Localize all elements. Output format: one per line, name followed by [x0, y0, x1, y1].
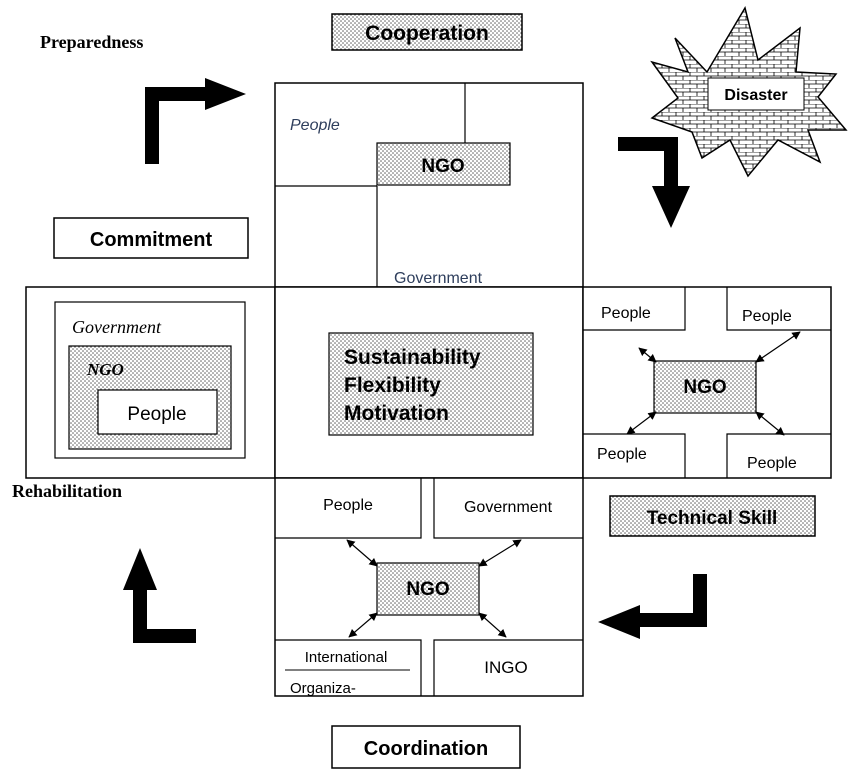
arrow-preparedness-to-cooperation [145, 78, 246, 164]
disaster-label: Disaster [724, 87, 787, 104]
right-people-bottom-right: People [747, 455, 797, 472]
technical-skill-box: Technical Skill [609, 495, 816, 537]
coordination-label: Coordination [364, 738, 488, 760]
right-link-top-right [755, 331, 801, 363]
preparedness-label: Preparedness [40, 32, 143, 52]
bottom-link-people [346, 539, 378, 567]
coordination-box: Coordination [331, 725, 521, 769]
arrow-coordination-to-rehabilitation [123, 548, 196, 643]
bottom-box: People Government NGO International Orga… [274, 477, 584, 697]
right-link-top-left [638, 347, 657, 363]
arrow-disaster-to-technical-skill [618, 137, 690, 228]
bottom-government-label: Government [464, 499, 553, 516]
center-line-motivation: Motivation [344, 402, 449, 425]
bottom-link-ingo [478, 612, 507, 638]
top-ngo-label: NGO [421, 156, 464, 177]
cooperation-box: Cooperation [331, 13, 523, 51]
center-line-flexibility: Flexibility [344, 374, 441, 397]
disaster-burst: Disaster [650, 6, 848, 178]
cooperation-label: Cooperation [365, 22, 489, 45]
technical-skill-label: Technical Skill [647, 508, 778, 529]
commitment-box: Commitment [53, 217, 249, 259]
left-ngo-label: NGO [86, 360, 124, 379]
top-people-label: People [290, 117, 340, 134]
right-box: People People People People NGO [582, 286, 832, 479]
right-link-bottom-left [626, 411, 657, 435]
arrow-technical-skill-to-coordination [598, 574, 707, 639]
bottom-international-line2: Organiza- [290, 680, 356, 697]
bottom-link-international [348, 612, 378, 638]
left-people-label: People [127, 404, 186, 425]
bottom-link-government [478, 539, 522, 567]
center-line-sustainability: Sustainability [344, 346, 481, 369]
bottom-ingo-label: INGO [484, 658, 527, 677]
right-people-bottom-left: People [597, 446, 647, 463]
right-people-top-right: People [742, 308, 792, 325]
bottom-people-label: People [323, 497, 373, 514]
left-box: Government NGO People [25, 286, 276, 479]
commitment-label: Commitment [90, 229, 213, 251]
right-ngo-label: NGO [683, 377, 726, 398]
center-box: Sustainability Flexibility Motivation [274, 286, 584, 479]
left-government-label: Government [72, 317, 162, 337]
top-government-label: Government [394, 270, 483, 287]
bottom-ngo-label: NGO [406, 579, 449, 600]
rehabilitation-label: Rehabilitation [12, 481, 122, 501]
top-box: People NGO Government [274, 82, 584, 288]
right-people-top-left: People [601, 305, 651, 322]
bottom-international-line1: International [305, 649, 388, 666]
right-link-bottom-right [755, 411, 785, 436]
